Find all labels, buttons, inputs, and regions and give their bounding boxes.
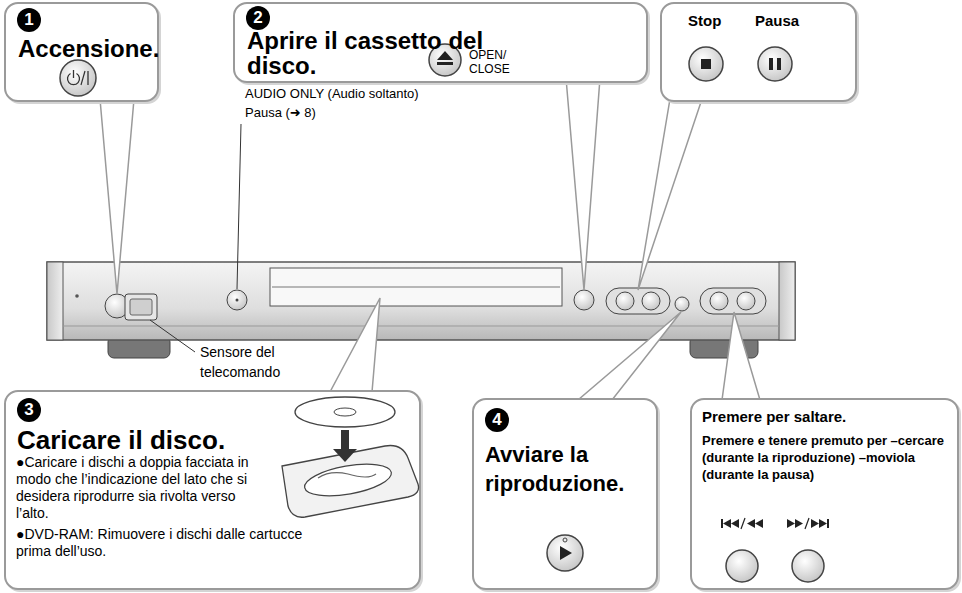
device-edge — [63, 326, 779, 327]
leader-line — [237, 124, 241, 289]
device-end-cap — [47, 262, 63, 340]
box-heading: Premere per saltare. — [702, 408, 954, 426]
callout-number: 3 — [17, 398, 41, 422]
callout-box: 1Accensione. — [4, 2, 159, 102]
power-icon — [60, 60, 96, 96]
stop-icon — [689, 47, 723, 81]
audio-only-dot — [236, 299, 239, 302]
callout-number: 2 — [246, 6, 270, 30]
step-heading: Accensione. — [18, 36, 154, 61]
callout-box: 4Avviare la riproduzione. — [472, 398, 658, 590]
button-group — [606, 288, 670, 314]
remote-sensor-window — [130, 299, 152, 315]
play-icon — [547, 535, 583, 571]
audio-only-button — [227, 290, 247, 310]
button-label: OPEN/ CLOSE — [469, 48, 529, 76]
button-label: AUDIO ONLY (Audio soltanto) Pausa (➜ 8) — [245, 84, 445, 122]
callout-box: Premere per saltare. Premere e tenere pre… — [690, 398, 959, 590]
bullet-note: ●DVD-RAM: Rimuovere i dischi dalle cartu… — [16, 526, 316, 560]
callout-box: 2Aprire il cassetto del disco.OPEN/ CLOS… — [233, 2, 648, 83]
play-button — [675, 297, 689, 311]
skip-forward-icon — [787, 518, 829, 582]
disc-tray — [270, 268, 562, 306]
skip-forward-button — [737, 292, 755, 310]
button-label: Pausa — [755, 12, 815, 30]
callout-tail — [330, 298, 380, 392]
eject-icon — [429, 44, 461, 76]
callout-tail — [722, 312, 760, 400]
skip-back-icon — [721, 518, 763, 582]
standby-led — [75, 294, 79, 298]
button-label: Stop — [688, 12, 738, 30]
callout-number: 1 — [17, 8, 41, 32]
remote-sensor — [125, 294, 157, 320]
callout-tail — [566, 78, 600, 290]
stop-button — [616, 292, 634, 310]
disc-illustration — [282, 397, 419, 517]
callout-tail — [638, 99, 702, 290]
callout-tail — [100, 99, 134, 294]
device-front — [47, 262, 795, 340]
step-heading: Caricare il disco. — [17, 426, 287, 454]
pause-button — [642, 292, 660, 310]
callout-tail — [578, 312, 681, 400]
box-note: Premere e tenere premuto per –cercare (d… — [702, 432, 954, 483]
part-label: Sensore del telecomando — [200, 342, 320, 382]
callout-box: 3Caricare il disco.●Caricare i dischi a … — [4, 390, 421, 590]
callout-box: Stop Pausa — [660, 2, 857, 102]
disc-tray-line — [272, 287, 560, 288]
pause-icon — [758, 47, 792, 81]
bullet-note: ●Caricare i dischi a doppia facciata in … — [16, 454, 261, 522]
callout-number: 4 — [485, 408, 509, 432]
button-group — [700, 288, 766, 314]
open-close-button — [574, 290, 594, 310]
step-heading: Avviare la riproduzione. — [485, 440, 653, 498]
device-end-cap — [779, 262, 795, 340]
skip-back-button — [710, 292, 728, 310]
leader-line — [150, 320, 195, 352]
